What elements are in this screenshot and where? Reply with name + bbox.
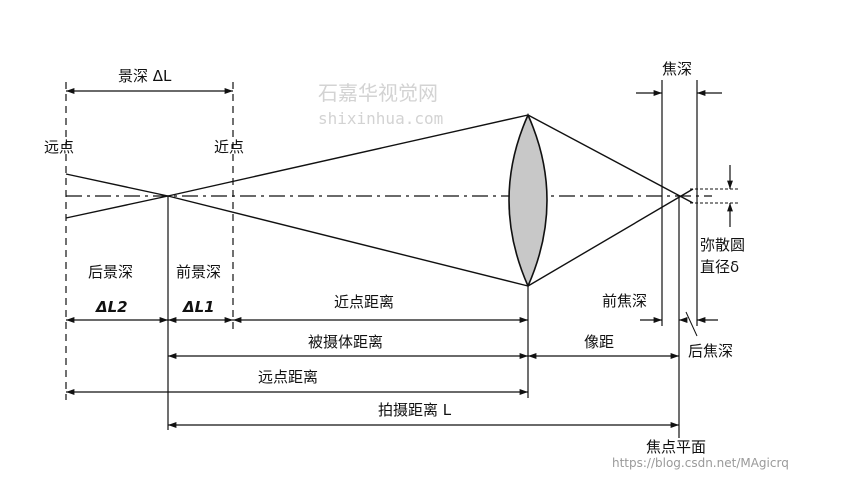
ray-far-lower [65, 195, 169, 219]
ray-to-lens-bottom [167, 195, 529, 287]
watermark-cn: 石嘉华视觉网 [318, 81, 438, 105]
label-rear-focus-depth: 后焦深 [688, 342, 733, 360]
label-subject-distance: 被摄体距离 [308, 333, 383, 351]
label-delta-l2: ΔL2 [95, 298, 128, 316]
lens [508, 113, 548, 288]
label-image-distance: 像距 [584, 333, 614, 351]
label-near-point-distance: 近点距离 [334, 293, 394, 311]
label-focus-depth: 焦深 [662, 60, 692, 78]
ray-image-bottom [527, 188, 694, 287]
label-front-dof: 前景深 [176, 263, 221, 281]
watermark-url: https://blog.csdn.net/MAgicrq [612, 456, 789, 470]
rear-focus-leader [685, 311, 698, 337]
label-delta-l1: ΔL1 [182, 298, 215, 316]
label-front-focus-depth: 前焦深 [602, 292, 647, 310]
label-circle-line2: 直径δ [700, 258, 739, 276]
label-rear-dof: 后景深 [88, 263, 133, 281]
label-shooting-distance: 拍摄距离 L [378, 401, 452, 419]
label-depth-of-field: 景深 ΔL [118, 67, 172, 85]
ray-to-lens-top [167, 114, 529, 197]
label-near-point: 近点 [214, 138, 244, 156]
ray-far-upper [65, 173, 169, 197]
label-far-point-distance: 远点距离 [258, 368, 318, 386]
label-far-point: 远点 [44, 138, 74, 156]
label-focal-plane: 焦点平面 [646, 438, 706, 456]
ray-image-top [527, 114, 694, 204]
label-circle-line1: 弥散圆 [700, 236, 745, 254]
watermark-pinyin: shixinhua.com [318, 109, 443, 128]
